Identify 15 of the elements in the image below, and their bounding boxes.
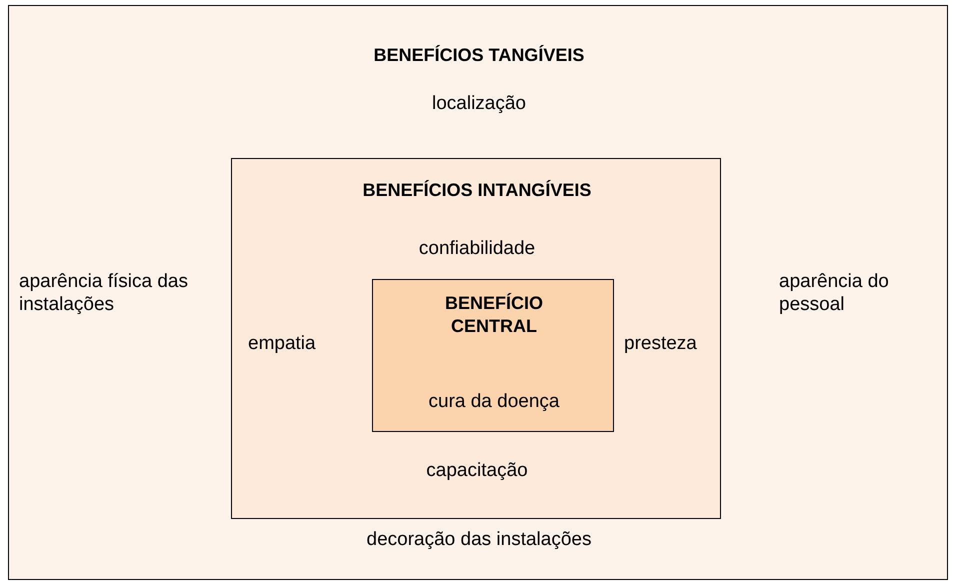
label-text: empatia [248,332,316,355]
label-text: cura da doença [428,390,560,413]
label-text: aparência física das instalações [19,270,189,316]
label-text: confiabilidade [418,237,536,260]
label-text: presteza [624,332,697,355]
label-text: capacitação [426,459,528,482]
nested-box [8,5,948,580]
label-text: decoração das instalações [366,528,592,551]
heading: BENEFÍCIOS INTANGÍVEIS [362,179,592,202]
heading: BENEFÍCIOS TANGÍVEIS [374,44,584,67]
nested-box [372,279,614,432]
nested-box [231,158,721,519]
label-text: aparência do pessoal [779,270,890,316]
label-text: localização [432,92,526,115]
heading: BENEFÍCIO CENTRAL [444,292,544,338]
